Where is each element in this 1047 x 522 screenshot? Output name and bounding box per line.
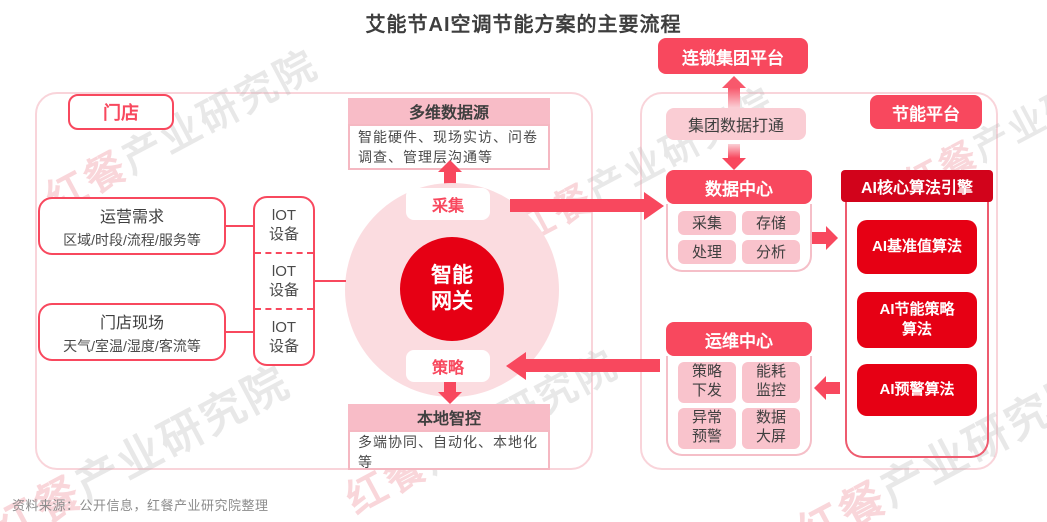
- arrow-datacenter-to-ai-shaft: [812, 232, 826, 244]
- ai-algorithm-box: AI基准值算法: [857, 220, 977, 274]
- op-demand-title: 运营需求: [99, 208, 164, 226]
- store-scene-desc: 天气/室温/湿度/客流等: [63, 337, 201, 354]
- arrow-collect-to-datacenter-head: [644, 192, 664, 220]
- arrow-bridge-down-shaft: [728, 144, 740, 158]
- data-center-header: 数据中心: [666, 170, 812, 204]
- arrow-collect-up-head: [438, 160, 462, 172]
- ops-center-header: 运维中心: [666, 322, 812, 356]
- multi-source-title: 多维数据源: [348, 98, 550, 124]
- ops-center-chip: 异常 预警: [678, 407, 736, 449]
- connector-iot-gateway: [315, 280, 346, 282]
- op-demand-desc: 区域/时段/流程/服务等: [63, 231, 201, 248]
- ops-center-chip: 能耗 监控: [742, 361, 800, 403]
- arrow-ai-to-opscenter-head: [814, 376, 826, 400]
- arrow-bridge-down-head: [722, 158, 746, 170]
- local-control-desc: 多端协同、自动化、本地化等: [348, 430, 550, 470]
- data-bridge-box: 集团数据打通: [666, 108, 806, 140]
- iot-device-cell: lOT 设备: [255, 308, 313, 364]
- ai-algorithm-box: AI节能策略 算法: [857, 292, 977, 348]
- arrow-bridge-up-head: [722, 76, 746, 88]
- collect-label: 采集: [406, 188, 490, 220]
- iot-device-cell: lOT 设备: [268, 206, 299, 244]
- data-center-chip: 处理: [678, 239, 736, 264]
- data-center-chip: 存储: [742, 210, 800, 235]
- strategy-label: 策略: [406, 350, 490, 382]
- store-panel-label: 门店: [68, 94, 174, 130]
- smart-gateway-circle: 智能 网关: [400, 237, 504, 341]
- source-note: 资料来源：公开信息，红餐产业研究院整理: [12, 498, 269, 513]
- connector-opdemand-iot: [226, 225, 253, 227]
- arrow-ai-to-opscenter-shaft: [826, 382, 840, 394]
- data-center-chip: 采集: [678, 210, 736, 235]
- connector-scene-iot: [226, 331, 253, 333]
- iot-device-cell: lOT 设备: [255, 252, 313, 308]
- ai-algorithm-box: AI预警算法: [857, 364, 977, 416]
- arrow-opscenter-to-strategy-shaft: [526, 359, 660, 372]
- arrow-opscenter-to-strategy-head: [506, 352, 526, 380]
- ops-center-chip: 数据 大屏: [742, 407, 800, 449]
- chain-platform-box: 连锁集团平台: [658, 38, 808, 74]
- ops-center-chip: 策略 下发: [678, 361, 736, 403]
- arrow-strategy-down-head: [438, 392, 462, 404]
- arrow-bridge-up-shaft: [728, 88, 740, 108]
- ai-engine-header: AI核心算法引擎: [841, 170, 993, 202]
- data-center-chip: 分析: [742, 239, 800, 264]
- store-scene-title: 门店现场: [99, 314, 164, 332]
- energy-platform-label: 节能平台: [870, 95, 982, 129]
- ai-engine-container: [845, 201, 989, 458]
- local-control-title: 本地智控: [348, 404, 550, 430]
- arrow-strategy-down-shaft: [444, 382, 456, 392]
- arrow-collect-to-datacenter-shaft: [510, 199, 644, 212]
- arrow-datacenter-to-ai-head: [826, 226, 838, 250]
- page-title: 艾能节AI空调节能方案的主要流程: [365, 14, 682, 36]
